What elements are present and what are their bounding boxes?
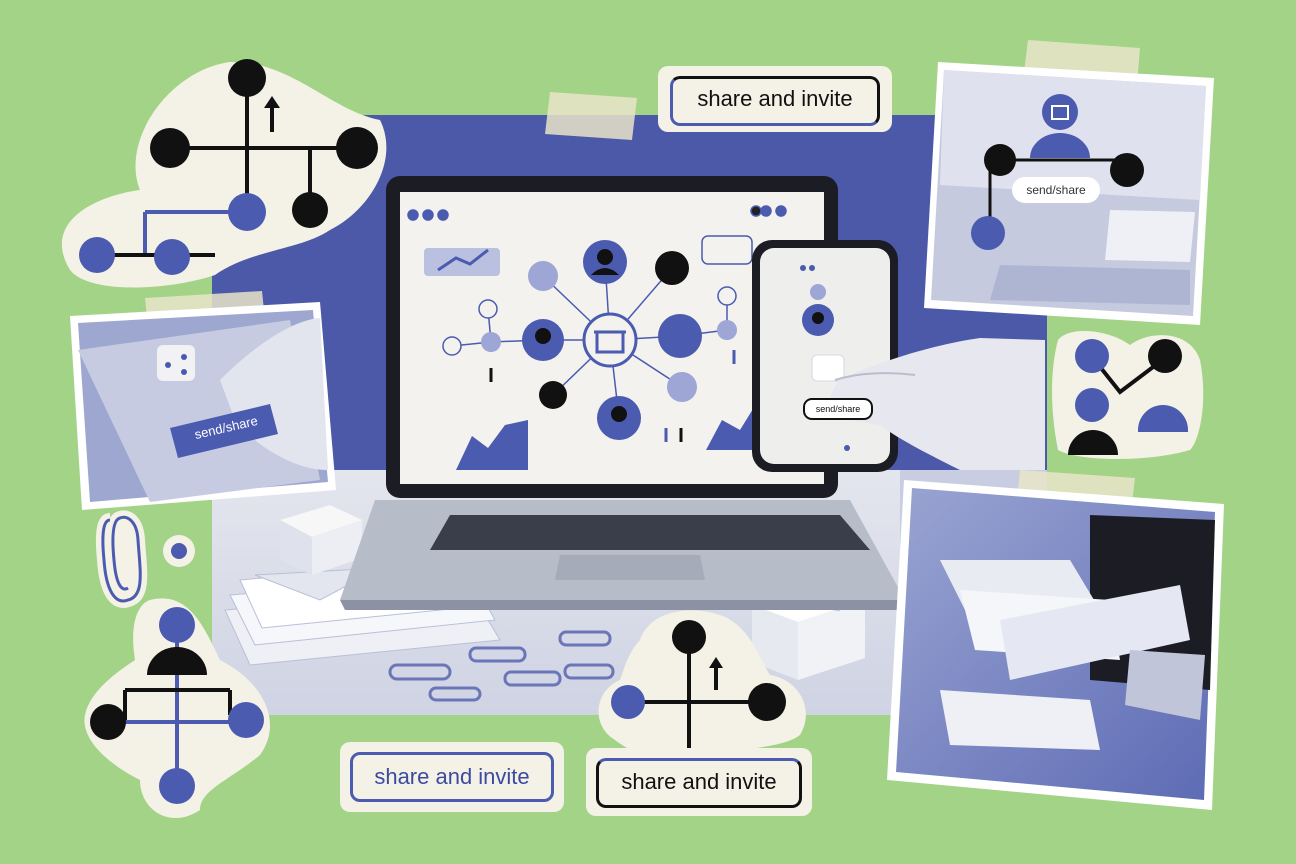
paper-clips bbox=[388, 630, 615, 702]
sticker-people-right bbox=[1052, 330, 1204, 459]
send-share-button-phone-text: send/share bbox=[815, 404, 861, 414]
label-bottom-center-pill bbox=[596, 758, 802, 808]
screen-network bbox=[407, 205, 787, 470]
sticker-network-bottom-center bbox=[598, 610, 806, 764]
phone bbox=[752, 240, 898, 472]
sticker-network-top-left bbox=[61, 59, 387, 288]
label-bottom-left: share and invite bbox=[340, 742, 564, 812]
send-share-button-top-right[interactable]: send/share bbox=[1026, 183, 1086, 197]
label-top-pill bbox=[670, 76, 880, 126]
label-bottom-left-text: share and invite bbox=[374, 764, 530, 789]
label-bottom-left-pill bbox=[350, 752, 554, 802]
label-bottom-center-text: share and invite bbox=[621, 769, 777, 794]
small-box bbox=[280, 505, 362, 575]
label-top: share and invite bbox=[658, 66, 892, 132]
label-bottom-center: share and invite bbox=[586, 748, 812, 816]
hand bbox=[830, 338, 1045, 470]
send-share-button-phone[interactable]: send/share bbox=[803, 398, 873, 420]
sticker-network-bottom-left bbox=[84, 598, 271, 819]
sticker-paperclip bbox=[95, 510, 195, 608]
photo-bottom-right bbox=[887, 480, 1224, 810]
photo-top-right bbox=[924, 62, 1214, 325]
photo-left bbox=[70, 302, 336, 510]
label-top-text: share and invite bbox=[697, 86, 853, 111]
